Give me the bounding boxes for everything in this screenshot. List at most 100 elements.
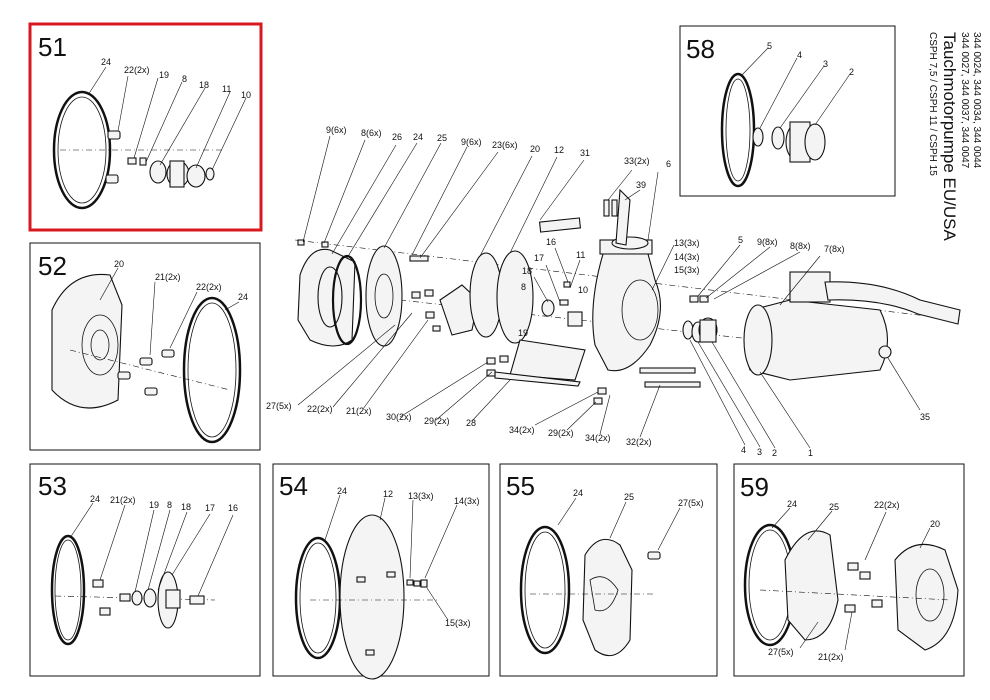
panel-58-number: 58	[686, 34, 715, 64]
label-1: 1	[808, 448, 813, 458]
label-24: 24	[337, 486, 347, 496]
label-9-8x: 9(8x)	[757, 237, 778, 247]
label-30-2x: 30(2x)	[386, 412, 412, 422]
model-numbers-line-b: 344 0027, 344 0037, 344 0047	[959, 32, 970, 169]
model-series: CSPH 7,5 / CSPH 11 / CSPH 15	[927, 32, 938, 176]
label-16: 16	[228, 503, 238, 513]
model-numbers-line-a: 344 0024, 344 0034, 344 0044	[971, 32, 982, 169]
label-17: 17	[534, 253, 544, 263]
label-33-2x: 33(2x)	[624, 156, 650, 166]
label-13-3x: 13(3x)	[408, 491, 434, 501]
label-31: 31	[580, 148, 590, 158]
label-24: 24	[238, 292, 248, 302]
panel-59-number: 59	[740, 472, 769, 502]
label-23-6x: 23(6x)	[492, 140, 518, 150]
bolt	[105, 174, 119, 184]
panel-58[interactable]: 58 5 4 3 2	[679, 25, 896, 197]
label-28: 28	[466, 418, 476, 428]
bolt	[107, 130, 121, 140]
label-6: 6	[666, 159, 671, 169]
title-block: 344 0024, 344 0034, 344 0044 344 0027, 3…	[927, 32, 982, 241]
label-34-2x: 34(2x)	[509, 425, 535, 435]
panel-52-frame	[29, 242, 261, 451]
label-4: 4	[741, 445, 746, 455]
label-27-5x: 27(5x)	[678, 498, 704, 508]
label-27-5x: 27(5x)	[266, 401, 292, 411]
label-5: 5	[767, 41, 772, 51]
label-24: 24	[787, 499, 797, 509]
panel-55[interactable]: 55 24 25 27(5x)	[499, 463, 718, 677]
label-14-3x: 14(3x)	[674, 252, 700, 262]
label-3: 3	[823, 59, 828, 69]
panel-54-number: 54	[279, 471, 308, 501]
main-exploded-view: 9(6x) 8(6x) 26 24 25 9(6x) 23(6x) 20 12 …	[266, 125, 961, 458]
label-39: 39	[636, 180, 646, 190]
label-35: 35	[920, 412, 930, 422]
label-24: 24	[573, 488, 583, 498]
label-17: 17	[205, 503, 215, 513]
label-19: 19	[159, 70, 169, 80]
bearing-cover	[51, 273, 123, 409]
label-24: 24	[101, 57, 111, 67]
label-24: 24	[413, 132, 423, 142]
label-8: 8	[167, 500, 172, 510]
label-2: 2	[772, 448, 777, 458]
label-21-2x: 21(2x)	[155, 272, 181, 282]
label-25: 25	[829, 502, 839, 512]
label-21-2x: 21(2x)	[110, 495, 136, 505]
label-22-2x: 22(2x)	[307, 404, 333, 414]
panel-54[interactable]: 54 24 12 13(3x) 14(3x) 15(3x)	[272, 463, 490, 680]
label-10: 10	[241, 90, 251, 100]
label-21-2x: 21(2x)	[818, 652, 844, 662]
label-22-2x: 22(2x)	[874, 500, 900, 510]
page-title: Tauchmotorpumpe EU/USA	[940, 32, 959, 241]
panel-52-number: 52	[38, 251, 67, 281]
wear-plate	[339, 514, 405, 680]
label-8: 8	[182, 74, 187, 84]
panel-59-frame	[733, 463, 965, 677]
panel-55-number: 55	[506, 471, 535, 501]
label-26: 26	[392, 132, 402, 142]
label-8-6x: 8(6x)	[361, 128, 382, 138]
label-22-2x: 22(2x)	[124, 65, 150, 75]
label-19: 19	[518, 328, 528, 338]
label-29-2x-b: 29(2x)	[548, 428, 574, 438]
panel-51-number: 51	[38, 32, 67, 62]
label-32-2x: 32(2x)	[626, 437, 652, 447]
panel-52[interactable]: 52 20 21(2x) 22(2x) 24	[29, 242, 261, 451]
panel-55-frame	[499, 463, 718, 677]
label-34-2x-b: 34(2x)	[585, 433, 611, 443]
label-20: 20	[530, 144, 540, 154]
label-11: 11	[576, 250, 585, 260]
label-10: 10	[578, 285, 588, 295]
pump-cover	[582, 538, 633, 657]
label-24: 24	[90, 494, 100, 504]
label-22-2x: 22(2x)	[196, 282, 222, 292]
label-20: 20	[114, 259, 124, 269]
label-7-8x: 7(8x)	[824, 244, 845, 254]
label-15-3x: 15(3x)	[674, 265, 700, 275]
label-12: 12	[554, 145, 564, 155]
label-9-6x-b: 9(6x)	[461, 137, 482, 147]
label-18: 18	[199, 80, 209, 90]
label-3: 3	[757, 447, 762, 457]
label-8-8x: 8(8x)	[790, 241, 811, 251]
label-18: 18	[181, 502, 191, 512]
label-9-6x: 9(6x)	[326, 125, 347, 135]
panel-58-frame	[679, 25, 896, 197]
label-25: 25	[437, 133, 447, 143]
panel-51-highlight-frame	[28, 22, 263, 232]
label-2: 2	[849, 67, 854, 77]
label-18: 18	[522, 266, 532, 276]
volute-casing	[592, 253, 661, 372]
label-27-5x: 27(5x)	[768, 647, 794, 657]
panel-51[interactable]: 51 24 22(2x) 19 8 18 11 10	[28, 22, 263, 232]
label-15-3x: 15(3x)	[445, 618, 471, 628]
label-11: 11	[222, 84, 231, 94]
label-5: 5	[738, 235, 743, 245]
label-14-3x: 14(3x)	[454, 496, 480, 506]
panel-53[interactable]: 53 24 21(2x) 19 8 18 17 16	[29, 463, 261, 677]
label-12: 12	[383, 489, 393, 499]
panel-59[interactable]: 59 24 25 22(2x) 20 27(5x) 21(2x)	[733, 463, 965, 677]
label-16: 16	[546, 237, 556, 247]
